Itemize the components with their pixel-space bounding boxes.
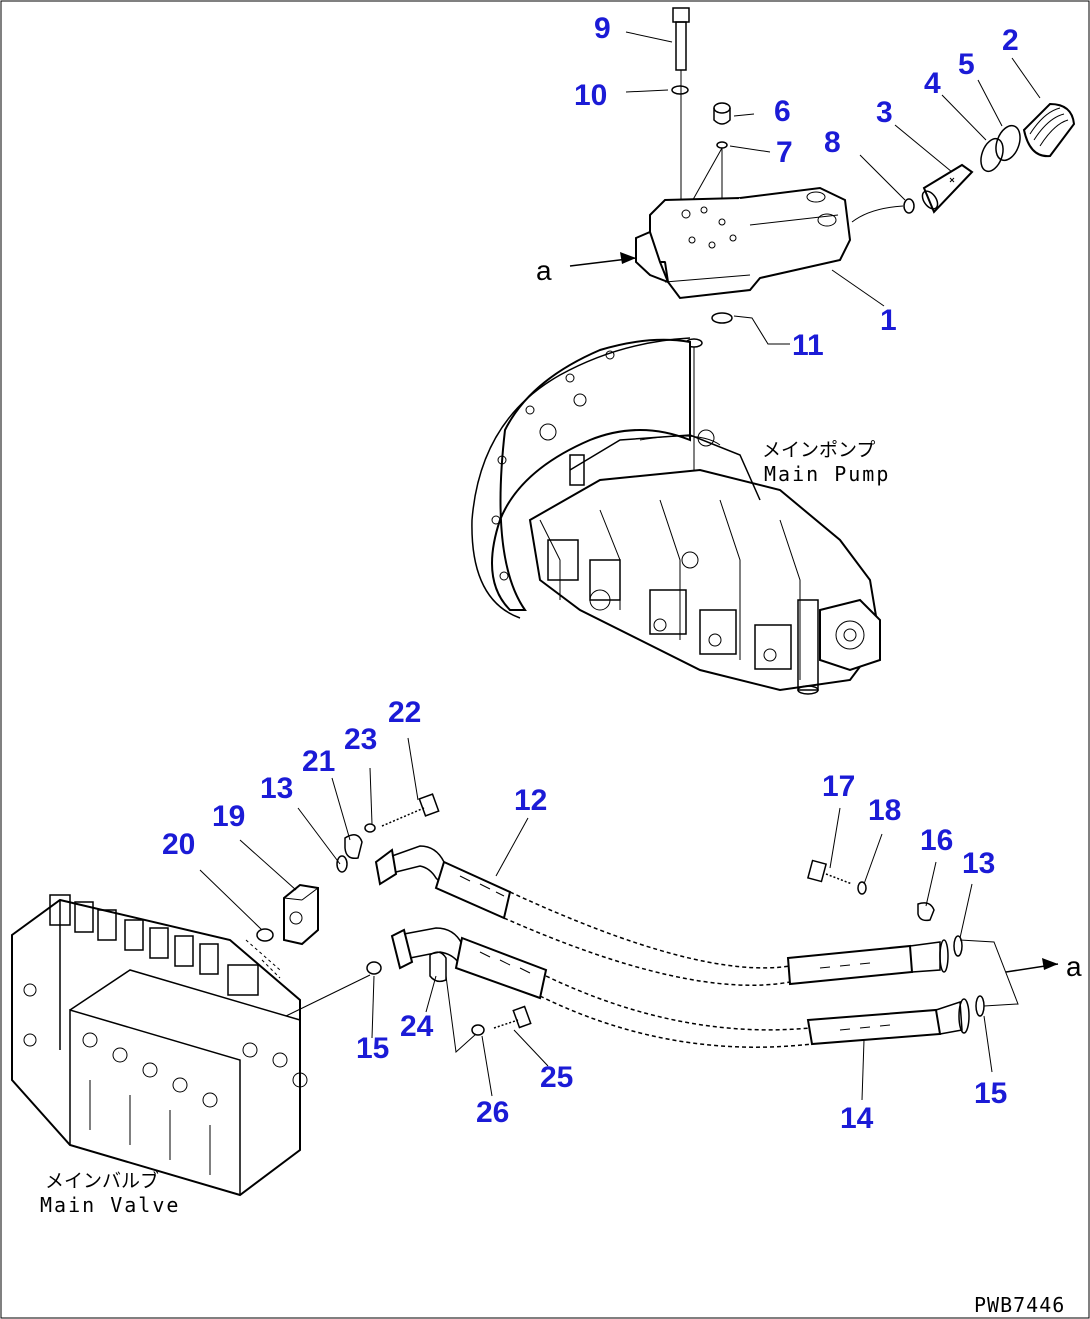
part-18-washer bbox=[857, 881, 867, 895]
valve-block-assembly bbox=[569, 7, 1076, 500]
callout-14: 14 bbox=[840, 1102, 874, 1135]
part-6-plug bbox=[713, 102, 731, 125]
leader-lines bbox=[199, 31, 1041, 1101]
part-16-split-flange bbox=[917, 902, 935, 922]
callout-7: 7 bbox=[776, 136, 793, 169]
callout-18: 18 bbox=[868, 794, 901, 827]
part-22-bolt bbox=[381, 793, 440, 827]
callout-26: 26 bbox=[476, 1096, 509, 1129]
part-14-hose bbox=[390, 927, 970, 1048]
part-13-o-ring-left bbox=[336, 855, 348, 873]
arrow-label-a-top: a bbox=[536, 255, 552, 286]
callout-22: 22 bbox=[388, 696, 421, 729]
part-1-block bbox=[635, 186, 852, 300]
main-valve bbox=[11, 894, 308, 1197]
callout-4: 4 bbox=[924, 67, 941, 100]
part-17-bolt bbox=[806, 859, 853, 885]
callout-21: 21 bbox=[302, 745, 335, 778]
callout-20: 20 bbox=[162, 828, 195, 861]
callout-3: 3 bbox=[876, 96, 893, 129]
part-21-split-flange bbox=[344, 834, 363, 860]
arrow-label-a-right: a bbox=[1066, 951, 1082, 982]
callout-15-right: 15 bbox=[974, 1077, 1007, 1110]
callout-13-right: 13 bbox=[962, 847, 995, 880]
callout-5: 5 bbox=[958, 48, 975, 81]
main-valve-label-en: Main Valve bbox=[40, 1193, 180, 1217]
callout-17: 17 bbox=[822, 770, 855, 803]
main-pump-label-en: Main Pump bbox=[764, 462, 890, 486]
part-15-o-ring-left bbox=[366, 961, 382, 975]
callout-6: 6 bbox=[774, 95, 791, 128]
part-10-washer bbox=[671, 85, 689, 95]
callout-23: 23 bbox=[344, 723, 377, 756]
part-24-split-flange bbox=[429, 951, 447, 983]
part-12-hose bbox=[374, 845, 949, 986]
part-20-o-ring bbox=[256, 928, 274, 942]
part-5-ring bbox=[995, 124, 1021, 162]
part-25-bolt bbox=[493, 1005, 532, 1029]
callout-8: 8 bbox=[824, 126, 841, 159]
part-19-flange bbox=[283, 883, 319, 946]
hose-assembly bbox=[245, 793, 1059, 1048]
callout-9: 9 bbox=[594, 12, 611, 45]
part-2-cap bbox=[1022, 102, 1076, 158]
callout-25: 25 bbox=[540, 1061, 573, 1094]
callout-1: 1 bbox=[880, 304, 897, 337]
callout-10: 10 bbox=[574, 79, 607, 112]
main-pump bbox=[471, 337, 882, 695]
part-3-spool bbox=[921, 163, 974, 214]
part-8-o-ring bbox=[903, 198, 915, 214]
part-11-o-ring bbox=[711, 312, 733, 324]
main-valve-label-jp: メインバルブ bbox=[45, 1169, 159, 1192]
callout-24: 24 bbox=[400, 1010, 434, 1043]
callout-11: 11 bbox=[792, 329, 824, 362]
flow-arrow-a-right bbox=[1005, 958, 1059, 973]
flow-arrow-a-top bbox=[569, 252, 637, 267]
callout-12: 12 bbox=[514, 784, 547, 817]
callout-13-left: 13 bbox=[260, 772, 293, 805]
part-13-o-ring-right bbox=[953, 935, 963, 957]
callout-2: 2 bbox=[1002, 24, 1019, 57]
callout-16: 16 bbox=[920, 824, 953, 857]
callouts: 9 10 6 7 8 3 4 5 2 1 11 22 23 21 13 19 2… bbox=[162, 12, 1019, 1135]
part-23-washer bbox=[364, 823, 376, 833]
callout-19: 19 bbox=[212, 800, 245, 833]
part-26-washer bbox=[471, 1024, 485, 1036]
drawing-code: PWB7446 bbox=[974, 1293, 1065, 1317]
callout-15-left: 15 bbox=[356, 1032, 389, 1065]
main-pump-label-jp: メインポンプ bbox=[762, 439, 875, 461]
